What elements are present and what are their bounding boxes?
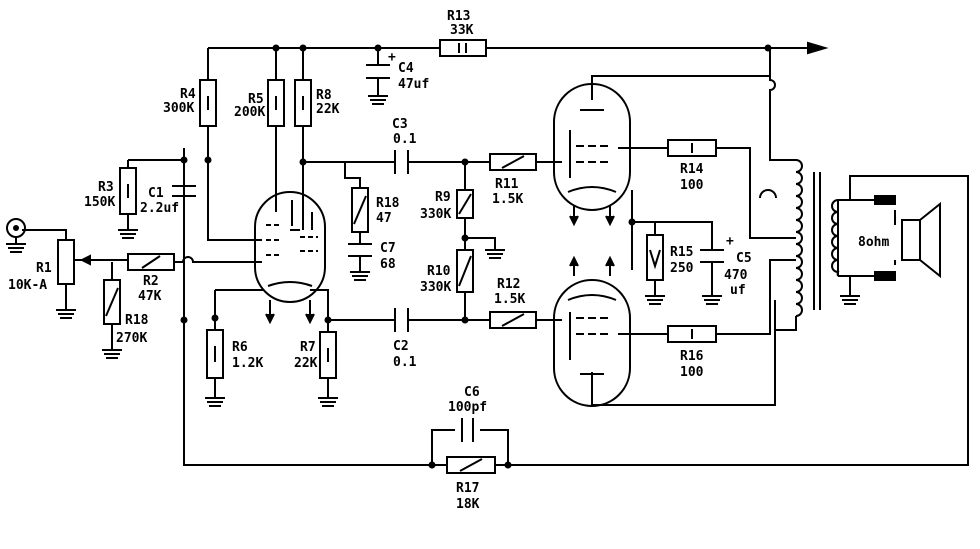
- output-tube-bottom-icon: [553, 255, 631, 407]
- c1-value: 2.2uf: [140, 201, 179, 216]
- c5-plus: +: [726, 234, 734, 249]
- r7-label: R7: [300, 340, 316, 355]
- r18-right-label: R18: [376, 196, 400, 211]
- c4-value: 47uf: [398, 77, 429, 92]
- r7-value: 22K: [294, 356, 318, 371]
- r17-value: 18K: [456, 497, 480, 512]
- c7-label: C7: [380, 241, 396, 256]
- r17-label: R17: [456, 481, 479, 496]
- c4-plus: +: [388, 50, 396, 65]
- r2-label: R2: [143, 274, 159, 289]
- r14-value: 100: [680, 178, 704, 193]
- c5-label: C5: [736, 251, 752, 266]
- c7-value: 68: [380, 257, 396, 272]
- c3-label: C3: [392, 117, 408, 132]
- r5-value: 200K: [234, 105, 265, 120]
- r14-label: R14: [680, 162, 704, 177]
- r15-value: 250: [670, 261, 694, 276]
- r9-value: 330K: [420, 207, 451, 222]
- input-jack-icon: [6, 218, 26, 253]
- r15-label: R15: [670, 245, 693, 260]
- c5-unit: uf: [730, 283, 746, 298]
- r4-label: R4: [180, 87, 196, 102]
- output-transformer-icon: [775, 159, 840, 331]
- speaker-icon: [874, 195, 941, 281]
- r6-label: R6: [232, 340, 248, 355]
- r3-value: 150K: [84, 195, 115, 210]
- r18-left-value: 270K: [116, 331, 147, 346]
- c6-value: 100pf: [448, 400, 487, 415]
- r11-value: 1.5K: [492, 192, 523, 207]
- r16-label: R16: [680, 349, 704, 364]
- r1-label: R1: [36, 261, 52, 276]
- r13-label: R13: [447, 9, 470, 24]
- r4-value: 300K: [163, 101, 194, 116]
- r11-label: R11: [495, 177, 519, 192]
- junction-dots: [180, 44, 772, 469]
- r1-value: 10K-A: [8, 278, 47, 293]
- r13-value: 33K: [450, 23, 474, 38]
- r12-value: 1.5K: [494, 292, 525, 307]
- c2-value: 0.1: [393, 355, 417, 370]
- r10-value: 330K: [420, 280, 451, 295]
- r8-value: 22K: [316, 102, 340, 117]
- c5-value: 470: [724, 268, 748, 283]
- resistors: [57, 39, 717, 474]
- r5-label: R5: [248, 92, 264, 107]
- r9-label: R9: [435, 190, 451, 205]
- preamp-tube-icon: [254, 191, 326, 325]
- c3-value: 0.1: [393, 132, 417, 147]
- capacitors: [172, 64, 724, 442]
- c6-label: C6: [464, 385, 480, 400]
- r18-right-value: 47: [376, 211, 392, 226]
- r18-left-label: R18: [125, 313, 149, 328]
- c2-label: C2: [393, 339, 409, 354]
- speaker-impedance: 8ohm: [858, 235, 889, 250]
- r2-value: 47K: [138, 289, 162, 304]
- component-labels: R13 33K R4 300K R5 200K R8 22K + C4 47uf…: [8, 9, 889, 512]
- r10-label: R10: [427, 264, 451, 279]
- r3-label: R3: [98, 180, 114, 195]
- r12-label: R12: [497, 277, 520, 292]
- r8-label: R8: [316, 88, 332, 103]
- r16-value: 100: [680, 365, 704, 380]
- ground-symbols: [56, 95, 860, 407]
- output-tube-top-icon: [553, 83, 631, 227]
- r6-value: 1.2K: [232, 356, 263, 371]
- c1-label: C1: [148, 186, 164, 201]
- c4-label: C4: [398, 61, 414, 76]
